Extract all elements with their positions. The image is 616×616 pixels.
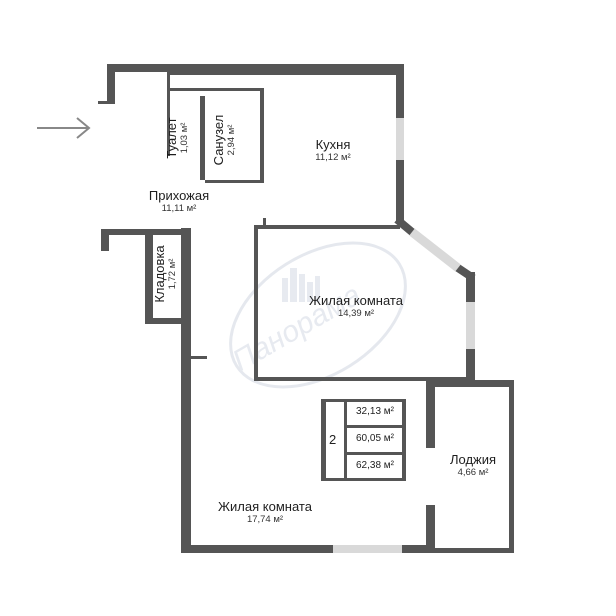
rooms-count: 2 [329, 432, 337, 447]
room-loggia-label: Лоджия 4,66 м² [436, 452, 510, 478]
area-total: 60,05 м² [355, 433, 394, 444]
window-angled [409, 228, 461, 272]
room-storage-name: Кладовка [152, 245, 167, 303]
room-toilet-name: Туалет [164, 117, 179, 159]
room-living2-area: 17,74 м² [246, 514, 284, 525]
room-kitchen-name: Кухня [315, 137, 351, 152]
room-kitchen-area: 11,12 м² [315, 152, 351, 163]
walls [98, 64, 514, 553]
area-total-with-loggia: 62,38 м² [355, 460, 394, 471]
room-kitchen-label: Кухня 11,12 м² [293, 137, 373, 163]
room-bathroom-name: Санузел [211, 114, 226, 166]
room-living1-area: 14,39 м² [337, 308, 375, 319]
room-loggia-area: 4,66 м² [457, 467, 489, 478]
partitions [167, 72, 475, 481]
room-hall-label: Прихожая 11,11 м² [134, 188, 224, 214]
room-loggia-name: Лоджия [449, 452, 497, 467]
room-living2-name: Жилая комната [218, 499, 312, 514]
room-living2-label: Жилая комната 17,74 м² [200, 499, 330, 525]
room-living1-name: Жилая комната [309, 293, 403, 308]
room-hall-name: Прихожая [148, 188, 210, 203]
room-storage-area: 1,72 м² [167, 258, 178, 290]
room-living1-label: Жилая комната 14,39 м² [296, 293, 416, 319]
room-toilet-area: 1,03 м² [179, 122, 190, 154]
area-living-total: 32,13 м² [355, 406, 394, 417]
room-storage-label: Кладовка 1,72 м² [152, 236, 188, 312]
room-hall-area: 11,11 м² [161, 203, 197, 214]
room-bathroom-area: 2,94 м² [226, 124, 237, 156]
room-bathroom-label: Санузел 2,94 м² [211, 105, 247, 175]
angled-walls [394, 216, 476, 282]
arrow-right-icon [37, 117, 91, 139]
building-icon [282, 268, 320, 302]
windows [333, 118, 475, 553]
room-toilet-label: Туалет 1,03 м² [164, 108, 200, 168]
